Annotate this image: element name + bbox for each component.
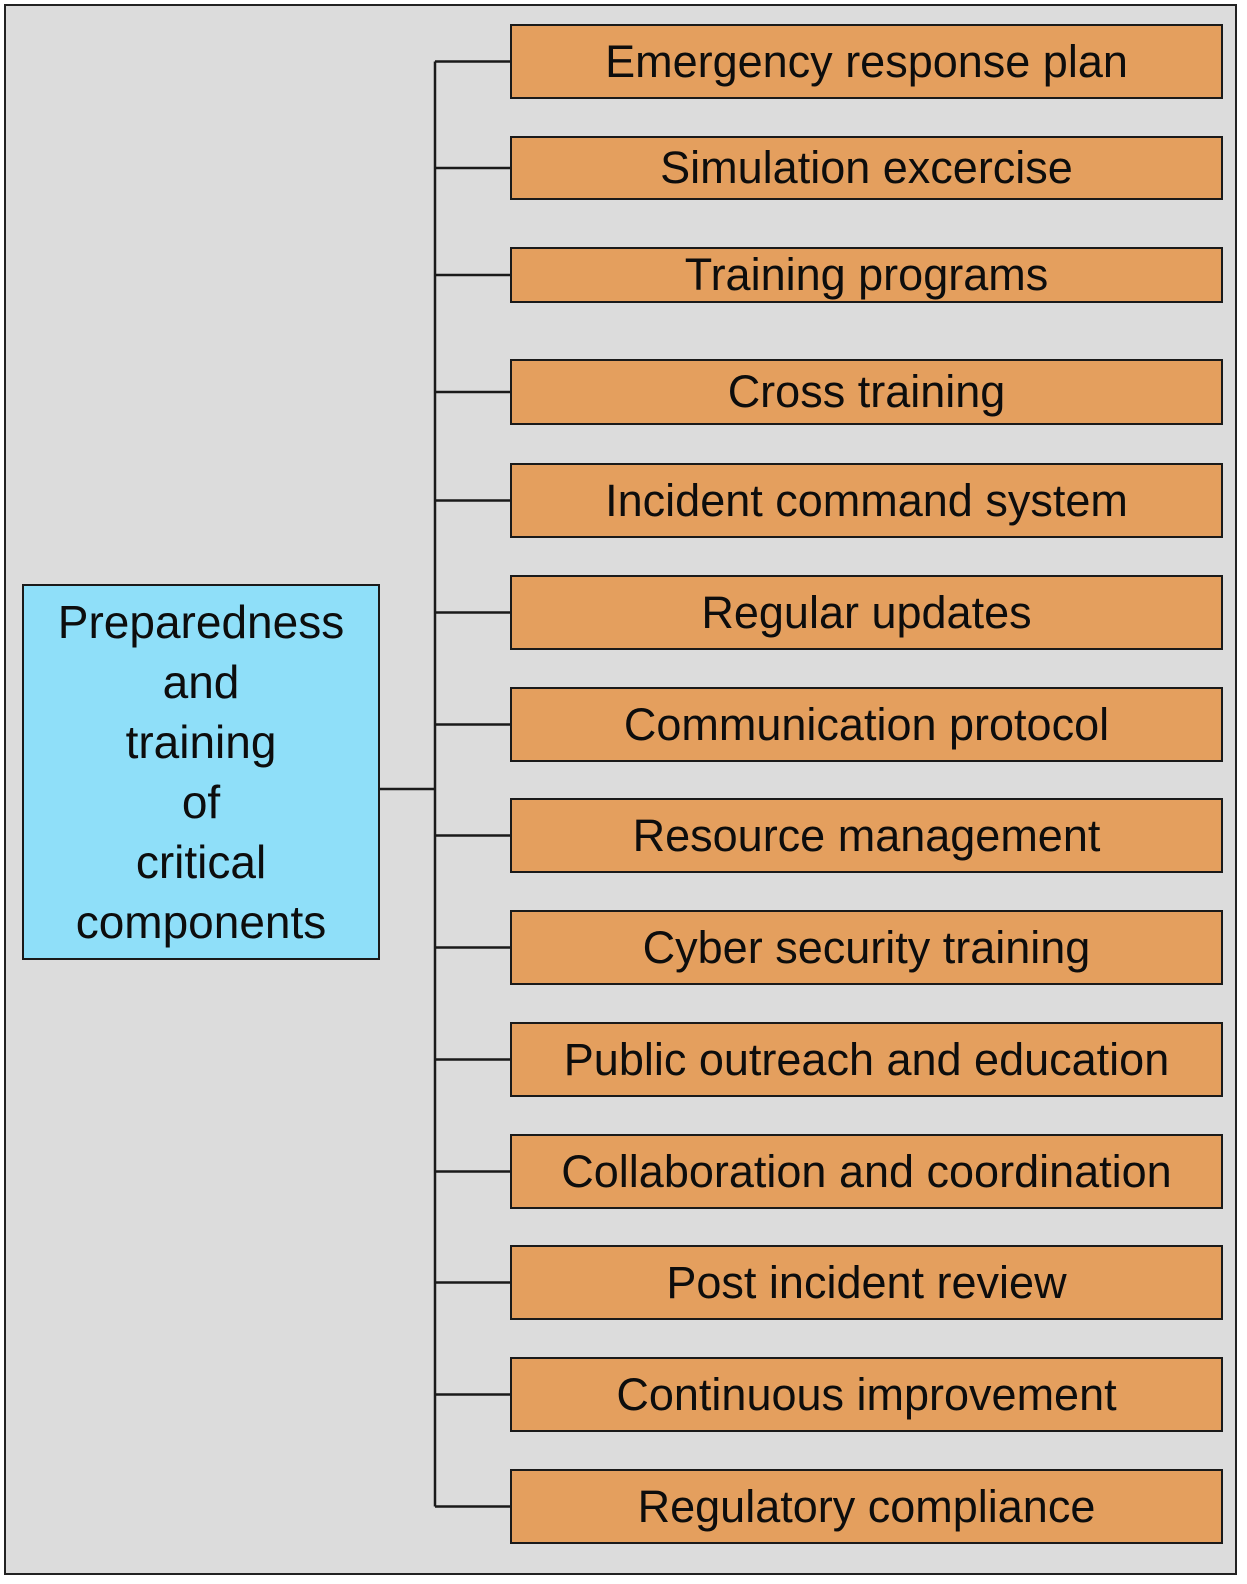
item-cross-training: Cross training [510, 359, 1223, 425]
item-emergency-response-plan: Emergency response plan [510, 24, 1223, 99]
item-label: Post incident review [666, 1256, 1067, 1308]
item-post-incident-review: Post incident review [510, 1245, 1223, 1320]
item-incident-command-system: Incident command system [510, 463, 1223, 538]
item-label: Communication protocol [623, 698, 1110, 750]
item-label: Resource management [632, 809, 1101, 861]
item-communication-protocol: Communication protocol [510, 687, 1223, 762]
item-label: Collaboration and coordination [561, 1145, 1172, 1197]
item-continuous-improvement: Continuous improvement [510, 1357, 1223, 1432]
item-label: Continuous improvement [616, 1368, 1117, 1420]
item-label: Regulatory compliance [637, 1480, 1096, 1532]
item-public-outreach-and-education: Public outreach and education [510, 1022, 1223, 1097]
item-label: Regular updates [701, 586, 1032, 638]
item-regular-updates: Regular updates [510, 575, 1223, 650]
item-label: Simulation excercise [660, 142, 1073, 193]
item-label: Emergency response plan [605, 35, 1128, 87]
item-cyber-security-training: Cyber security training [510, 910, 1223, 985]
item-simulation-excercise: Simulation excercise [510, 136, 1223, 200]
item-resource-management: Resource management [510, 798, 1223, 873]
item-regulatory-compliance: Regulatory compliance [510, 1469, 1223, 1544]
item-training-programs: Training programs [510, 247, 1223, 303]
item-label: Public outreach and education [563, 1033, 1170, 1085]
item-label: Cyber security training [642, 921, 1091, 973]
item-label: Training programs [684, 249, 1049, 300]
item-label: Cross training [727, 366, 1006, 417]
item-collaboration-and-coordination: Collaboration and coordination [510, 1134, 1223, 1209]
item-label: Incident command system [605, 474, 1128, 526]
